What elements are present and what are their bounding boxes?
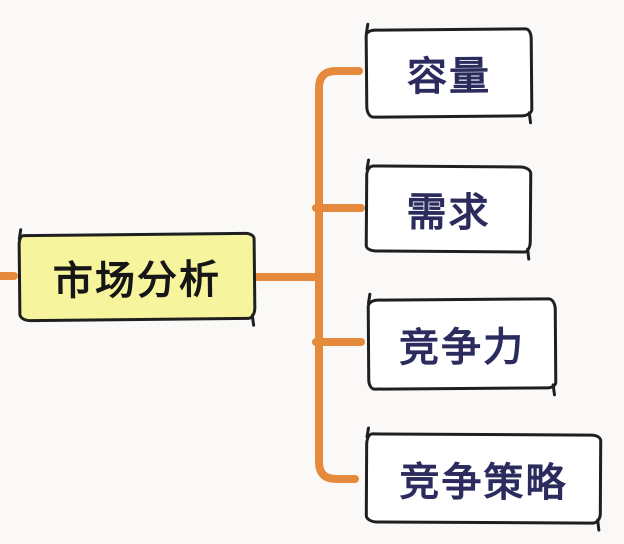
child-node-capacity[interactable]: 容量 [364,27,534,119]
child-node-label: 竞争力 [398,324,526,372]
child-node-competitiveness[interactable]: 竞争力 [366,297,558,391]
child-node-demand[interactable]: 需求 [364,164,533,254]
child-node-label: 需求 [406,189,491,237]
root-node-label: 市场分析 [52,257,222,305]
child-node-competition-strategy[interactable]: 竞争策略 [364,432,603,525]
child-node-label: 竞争策略 [399,459,568,506]
connector-trunk-branch-strategy [315,273,359,483]
child-node-label: 容量 [406,53,492,101]
connector-trunk-branch-capacity [315,67,363,281]
root-node-market-analysis[interactable]: 市场分析 [17,231,257,323]
